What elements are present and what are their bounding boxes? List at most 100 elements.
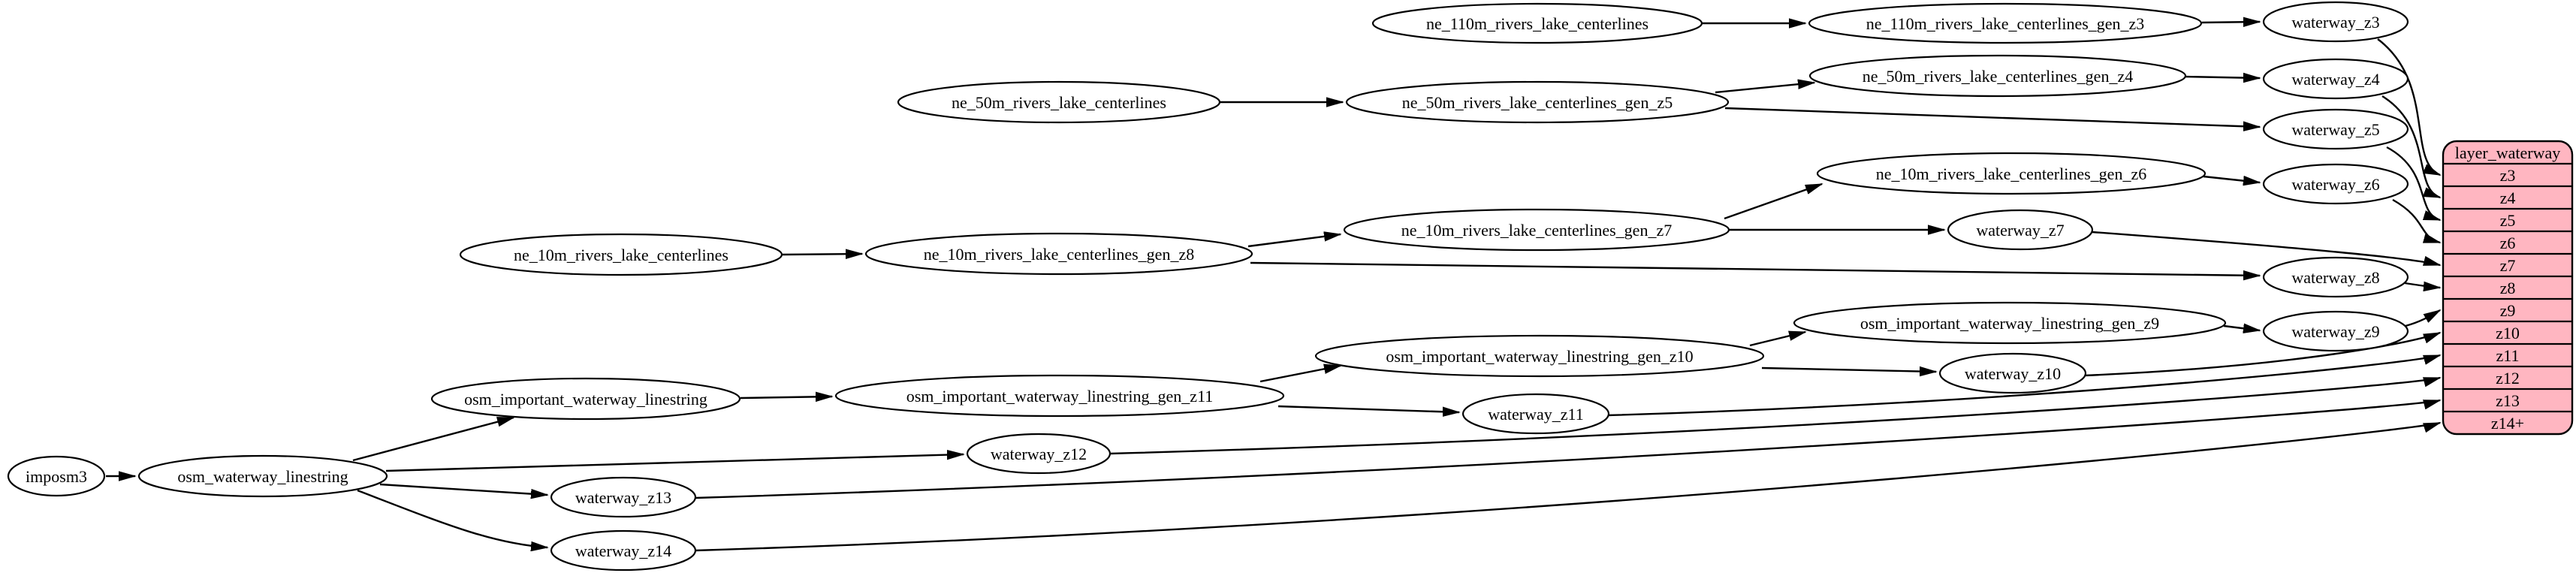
- node-osm_important_waterway_linestring_gen_z10: osm_important_waterway_linestring_gen_z1…: [1314, 334, 1765, 378]
- node-ellipse: [550, 529, 697, 571]
- table-row-z10: z10: [2496, 324, 2520, 342]
- table-row-z9: z9: [2500, 301, 2516, 320]
- node-ellipse: [2262, 1, 2409, 43]
- node-ellipse: [7, 455, 106, 497]
- node-ne_50m_rivers_lake_centerlines: ne_50m_rivers_lake_centerlines: [897, 80, 1221, 124]
- edge-waterway_z12-to-layer_waterway-z12: [1109, 376, 2440, 455]
- node-ellipse: [897, 80, 1221, 124]
- table-body: [2442, 140, 2574, 436]
- node-ne_110m_rivers_lake_centerlines_gen_z3: ne_110m_rivers_lake_centerlines_gen_z3: [1808, 2, 2203, 44]
- edge-waterway_z5-to-layer_waterway-z5: [2386, 146, 2440, 222]
- node-ne_50m_rivers_lake_centerlines_gen_z4: ne_50m_rivers_lake_centerlines_gen_z4: [1808, 54, 2187, 98]
- node-ellipse: [1808, 54, 2187, 98]
- node-label: waterway_z4: [2291, 70, 2379, 89]
- node-ellipse: [550, 476, 697, 518]
- node-waterway_z8: waterway_z8: [2262, 256, 2409, 298]
- edge-osm_waterway_linestring-to-osm_important_waterway_linestring: [352, 416, 514, 462]
- node-label: osm_waterway_linestring: [177, 467, 348, 486]
- edge-layer: [106, 22, 2440, 550]
- table-row-z5: z5: [2500, 211, 2516, 230]
- node-waterway_z5: waterway_z5: [2262, 108, 2409, 150]
- node-label: waterway_z7: [1976, 221, 2064, 240]
- node-ellipse: [1947, 209, 2094, 251]
- node-ellipse: [1345, 80, 1730, 124]
- node-label: ne_10m_rivers_lake_centerlines_gen_z6: [1876, 164, 2146, 183]
- node-ellipse: [2262, 108, 2409, 150]
- node-label: ne_10m_rivers_lake_centerlines_gen_z7: [1401, 221, 1672, 240]
- node-ellipse: [430, 377, 741, 421]
- node-waterway_z6: waterway_z6: [2262, 163, 2409, 205]
- edge-ne_10m_rivers_lake_centerlines_gen_z6-to-waterway_z6: [2203, 176, 2260, 182]
- node-label: ne_50m_rivers_lake_centerlines_gen_z5: [1402, 93, 1673, 112]
- node-waterway_z4: waterway_z4: [2262, 58, 2409, 100]
- node-imposm3: imposm3: [7, 455, 106, 497]
- table-row-z3: z3: [2500, 166, 2516, 185]
- edge-osm_important_waterway_linestring_gen_z9-to-waterway_z9: [2223, 326, 2260, 330]
- node-waterway_z12: waterway_z12: [966, 433, 1112, 475]
- table-row-z6: z6: [2500, 234, 2516, 252]
- node-osm_important_waterway_linestring_gen_z11: osm_important_waterway_linestring_gen_z1…: [834, 374, 1285, 418]
- node-ellipse: [1938, 352, 2087, 394]
- edge-waterway_z9-to-layer_waterway-z9: [2405, 309, 2440, 327]
- node-ellipse: [2262, 58, 2409, 100]
- table-title: layer_waterway: [2455, 143, 2560, 162]
- node-ellipse: [2262, 310, 2409, 352]
- node-label: waterway_z6: [2291, 175, 2379, 194]
- node-label: waterway_z14: [575, 541, 671, 560]
- node-waterway_z11: waterway_z11: [1461, 393, 1610, 435]
- edge-ne_10m_rivers_lake_centerlines-to-ne_10m_rivers_lake_centerlines_gen_z8: [782, 254, 862, 255]
- node-label: osm_important_waterway_linestring: [464, 390, 707, 409]
- node-osm_important_waterway_linestring_gen_z9: osm_important_waterway_linestring_gen_z9: [1793, 301, 2227, 345]
- node-osm_important_waterway_linestring: osm_important_waterway_linestring: [430, 377, 741, 421]
- table-row-z13: z13: [2496, 391, 2520, 410]
- table-row-z4: z4: [2500, 188, 2516, 207]
- node-label: waterway_z10: [1965, 364, 2061, 383]
- node-osm_waterway_linestring: osm_waterway_linestring: [137, 454, 388, 498]
- node-ne_110m_rivers_lake_centerlines: ne_110m_rivers_lake_centerlines: [1371, 2, 1703, 44]
- edge-osm_important_waterway_linestring_gen_z11-to-waterway_z11: [1277, 405, 1459, 412]
- table-row-z7: z7: [2500, 256, 2516, 275]
- edge-ne_10m_rivers_lake_centerlines_gen_z8-to-ne_10m_rivers_lake_centerlines_gen_z7: [1247, 234, 1341, 248]
- edge-waterway_z8-to-layer_waterway-z8: [2404, 283, 2440, 288]
- table-row-z12: z12: [2496, 369, 2520, 388]
- node-ellipse: [1343, 208, 1730, 252]
- node-label: waterway_z9: [2291, 322, 2379, 341]
- node-label: ne_10m_rivers_lake_centerlines: [514, 246, 728, 264]
- node-label: waterway_z3: [2291, 13, 2379, 32]
- node-ellipse: [834, 374, 1285, 418]
- node-ellipse: [1793, 301, 2227, 345]
- node-layer: imposm3 osm_waterway_linestring osm_import…: [7, 1, 2409, 571]
- node-ellipse: [1461, 393, 1610, 435]
- edge-osm_important_waterway_linestring_gen_z11-to-osm_important_waterway_linestring_gen_z10: [1259, 366, 1341, 383]
- table-row-z11: z11: [2496, 346, 2520, 365]
- node-ne_10m_rivers_lake_centerlines_gen_z8: ne_10m_rivers_lake_centerlines_gen_z8: [864, 232, 1253, 276]
- table-row-z8: z8: [2500, 279, 2516, 297]
- node-ne_10m_rivers_lake_centerlines_gen_z6: ne_10m_rivers_lake_centerlines_gen_z6: [1816, 152, 2206, 195]
- node-waterway_z14: waterway_z14: [550, 529, 697, 571]
- node-label: imposm3: [26, 467, 87, 486]
- node-label: ne_110m_rivers_lake_centerlines_gen_z3: [1866, 14, 2145, 33]
- edge-ne_50m_rivers_lake_centerlines_gen_z4-to-waterway_z4: [2183, 77, 2260, 78]
- node-ellipse: [1816, 152, 2206, 195]
- edge-ne_10m_rivers_lake_centerlines_gen_z8-to-waterway_z8: [1250, 261, 2260, 276]
- edge-ne_110m_rivers_lake_centerlines_gen_z3-to-waterway_z3: [2201, 22, 2260, 23]
- edge-waterway_z10-to-layer_waterway-z10: [2083, 331, 2440, 377]
- edge-waterway_z4-to-layer_waterway-z4: [2381, 95, 2440, 199]
- node-label: ne_50m_rivers_lake_centerlines: [952, 93, 1166, 112]
- node-label: osm_important_waterway_linestring_gen_z1…: [1386, 347, 1693, 366]
- node-label: waterway_z13: [575, 488, 671, 507]
- node-label: waterway_z8: [2291, 268, 2379, 287]
- node-label: osm_important_waterway_linestring_gen_z1…: [906, 387, 1214, 406]
- edge-waterway_z6-to-layer_waterway-z6: [2392, 198, 2440, 244]
- edge-osm_important_waterway_linestring_gen_z10-to-osm_important_waterway_linestring_gen_z9: [1749, 332, 1805, 347]
- node-ellipse: [2262, 163, 2409, 205]
- node-waterway_z3: waterway_z3: [2262, 1, 2409, 43]
- node-label: ne_50m_rivers_lake_centerlines_gen_z4: [1863, 67, 2133, 86]
- node-ellipse: [459, 233, 783, 276]
- edge-osm_important_waterway_linestring-to-osm_important_waterway_linestring_gen_z11: [740, 397, 832, 398]
- edge-osm_waterway_linestring-to-waterway_z13: [379, 483, 547, 495]
- edge-osm_waterway_linestring-to-waterway_z14: [357, 489, 547, 547]
- edge-ne_50m_rivers_lake_centerlines_gen_z5-to-ne_50m_rivers_lake_centerlines_gen_z4: [1715, 83, 1814, 94]
